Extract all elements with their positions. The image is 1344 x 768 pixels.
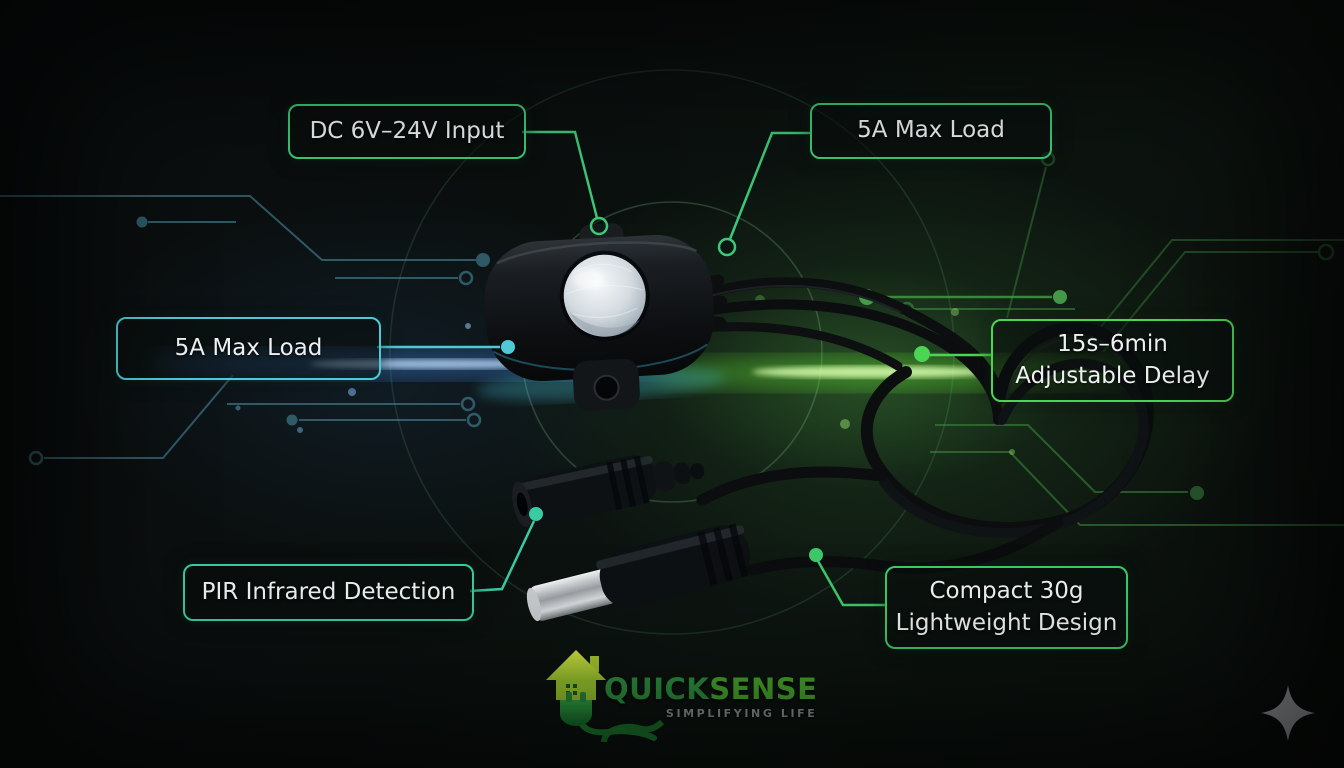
sparkle-icon: [1261, 685, 1315, 741]
callout-line-max-load-top: [717, 131, 810, 257]
callout-max-load-top-label: 5A Max Load: [857, 117, 1005, 144]
brand-text-block: QUICKSENSE SIMPLIFYING LIFE: [604, 648, 817, 720]
callout-max-load-left: 5A Max Load: [116, 317, 381, 380]
callout-line-max-load-left: [377, 340, 515, 354]
callout-dc-input-label: DC 6V–24V Input: [309, 117, 505, 144]
brand-tagline: SIMPLIFYING LIFE: [665, 707, 818, 720]
callout-line-pir-detection: [469, 507, 543, 593]
callout-connectors: [377, 130, 991, 607]
callout-compact-design: Compact 30g Lightweight Design: [885, 566, 1128, 649]
pir-sensor-device: [476, 223, 728, 411]
callout-max-load-top: 5A Max Load: [810, 103, 1052, 159]
callout-compact-design-line1: Compact 30g: [929, 578, 1084, 605]
callout-adjustable-delay-line1: 15s–6min: [1057, 331, 1168, 358]
callout-line-adjustable-delay: [914, 346, 991, 362]
house-plug-icon: [546, 650, 665, 743]
callout-compact-design-line2: Lightweight Design: [895, 609, 1118, 636]
brand-logo: QUICKSENSE SIMPLIFYING LIFE: [546, 648, 846, 748]
callout-max-load-left-label: 5A Max Load: [174, 334, 323, 361]
brand-word-sense: SENSE: [709, 672, 818, 706]
callout-line-compact-design: [809, 548, 885, 607]
brand-name: QUICKSENSE: [604, 672, 817, 706]
dc-male-connector: [526, 523, 751, 622]
brand-word-quick: QUICK: [604, 672, 710, 706]
callout-adjustable-delay-line2: Adjustable Delay: [1015, 362, 1210, 389]
pir-dome: [559, 250, 650, 341]
dc-female-connector: [512, 455, 705, 527]
callout-pir-detection: PIR Infrared Detection: [183, 564, 474, 621]
callout-dc-input: DC 6V–24V Input: [288, 104, 526, 159]
circuit-traces-left: [0, 195, 490, 466]
callout-adjustable-delay: 15s–6min Adjustable Delay: [991, 319, 1234, 402]
callout-line-dc-input: [522, 130, 609, 236]
callout-pir-detection-label: PIR Infrared Detection: [201, 578, 456, 605]
